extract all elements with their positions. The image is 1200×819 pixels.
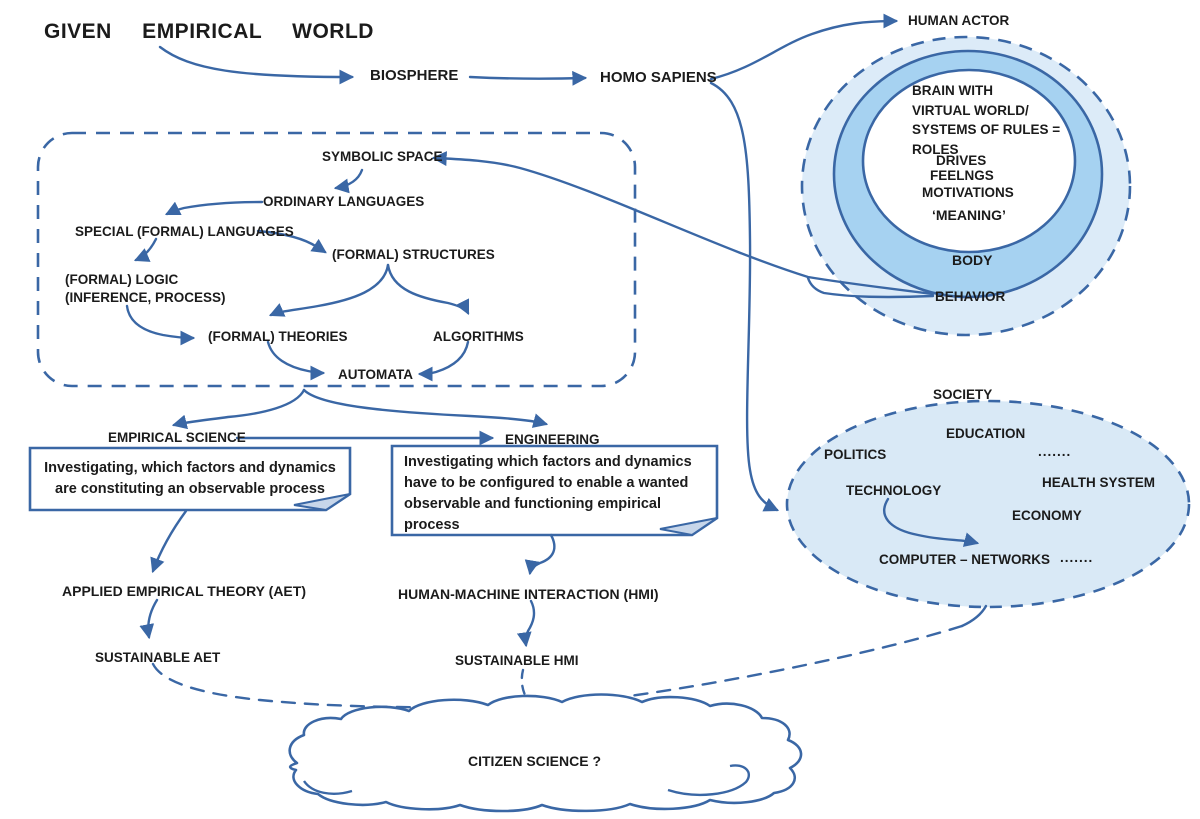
node-education: EDUCATION [946, 426, 1026, 441]
node-brain-block: BRAIN WITH VIRTUAL WORLD/ SYSTEMS OF RUL… [912, 81, 1060, 159]
page-title: GIVEN EMPIRICAL WORLD [44, 20, 374, 43]
node-economy: ECONOMY [1012, 508, 1082, 523]
engineering-note-text: Investigating which factors and dynamics… [404, 454, 692, 533]
actor-brain-circle [861, 68, 1077, 254]
arrow-ordinary-to-special [165, 200, 264, 216]
node-citizen-science: CITIZEN SCIENCE ? [468, 753, 602, 769]
node-formal-logic-line1: (FORMAL) LOGIC [65, 272, 179, 287]
node-health-system: HEALTH SYSTEM [1042, 475, 1156, 490]
node-behavior: BEHAVIOR [935, 289, 1006, 304]
arrow-algorithms-to-automata [417, 340, 470, 382]
arrow-homo-sapiens-to-society [709, 81, 780, 512]
arrow-engineeringbox-to-hmi [524, 533, 556, 576]
node-homo-sapiens: HOMO SAPIENS [600, 69, 717, 86]
society-dots-bottom: ....... [1060, 550, 1094, 565]
node-formal-structures: (FORMAL) STRUCTURES [332, 247, 495, 262]
arrow-technology-to-computer-networks [883, 497, 980, 547]
brace-box-to-empirical-science [171, 388, 306, 430]
arrow-symbolic-to-ordinary [333, 168, 364, 194]
node-automata: AUTOMATA [338, 367, 413, 382]
society-dots-top: ....... [1038, 444, 1072, 459]
brain-line-3: SYSTEMS OF RULES = [912, 122, 1061, 137]
cloud-left-curl [303, 780, 353, 795]
brace-structures-to-algorithms [386, 263, 470, 315]
arrow-behavior-to-symbolic-space [431, 151, 935, 296]
arrow-special-to-structures [256, 229, 327, 254]
brace-box-to-engineering [302, 388, 549, 428]
science-note-text: Investigating, which factors and dynamic… [44, 460, 336, 497]
node-applied-empirical-theory: APPLIED EMPIRICAL THEORY (AET) [62, 583, 306, 599]
science-note-fold [293, 493, 351, 512]
node-meaning: ‘MEANING’ [932, 207, 1006, 223]
node-symbolic-space: SYMBOLIC SPACE [322, 149, 443, 164]
arrow-aet-to-sustainable-aet [139, 598, 159, 640]
engineering-note-fold [659, 517, 718, 537]
node-motivations: MOTIVATIONS [922, 185, 1014, 200]
node-computer-networks: COMPUTER – NETWORKS [879, 552, 1051, 567]
node-sustainable-hmi: SUSTAINABLE HMI [455, 653, 579, 668]
citizen-science-cloud [288, 693, 803, 813]
node-sustainable-aet: SUSTAINABLE AET [95, 650, 221, 665]
node-human-actor: HUMAN ACTOR [908, 13, 1010, 28]
arrow-world-to-biosphere [158, 45, 355, 85]
brain-line-2: VIRTUAL WORLD/ [912, 102, 1029, 118]
cloud-right-curl [667, 764, 751, 797]
node-formal-logic-line2: (INFERENCE, PROCESS) [65, 290, 226, 305]
society-ellipse [785, 399, 1191, 609]
brain-line-4: ROLES [912, 141, 959, 157]
node-politics: POLITICS [824, 447, 887, 462]
arrow-hmi-to-sustainable-hmi [516, 599, 536, 648]
node-engineering: ENGINEERING [505, 432, 600, 447]
node-feelings: FEELNGS [930, 168, 994, 183]
node-drives: DRIVES [936, 153, 987, 168]
arrow-logic-to-theories [125, 304, 196, 346]
node-society: SOCIETY [933, 387, 993, 402]
behavior-pointer-lower-line [806, 276, 935, 299]
node-biosphere: BIOSPHERE [370, 67, 459, 84]
node-human-machine-interaction: HUMAN-MACHINE INTERACTION (HMI) [398, 586, 659, 602]
brace-structures-to-theories [268, 263, 390, 317]
arrow-sciencebox-to-aet [150, 509, 188, 574]
symbolic-space-box [36, 131, 637, 388]
arrow-biosphere-to-homo-sapiens [468, 70, 588, 86]
arrow-theories-to-automata [266, 340, 326, 381]
node-ordinary-languages: ORDINARY LANGUAGES [263, 194, 425, 209]
node-algorithms: ALGORITHMS [433, 329, 524, 344]
arrow-special-to-logic [133, 237, 158, 262]
node-empirical-science: EMPIRICAL SCIENCE [108, 430, 246, 445]
node-special-formal-languages: SPECIAL (FORMAL) LANGUAGES [75, 224, 294, 239]
node-formal-theories: (FORMAL) THEORIES [208, 329, 348, 344]
node-technology: TECHNOLOGY [846, 483, 942, 498]
arrow-homo-sapiens-to-human-actor [709, 13, 899, 81]
society-bottom-hook [960, 604, 988, 628]
brain-line-1: BRAIN WITH [912, 83, 993, 98]
node-body: BODY [952, 252, 993, 268]
